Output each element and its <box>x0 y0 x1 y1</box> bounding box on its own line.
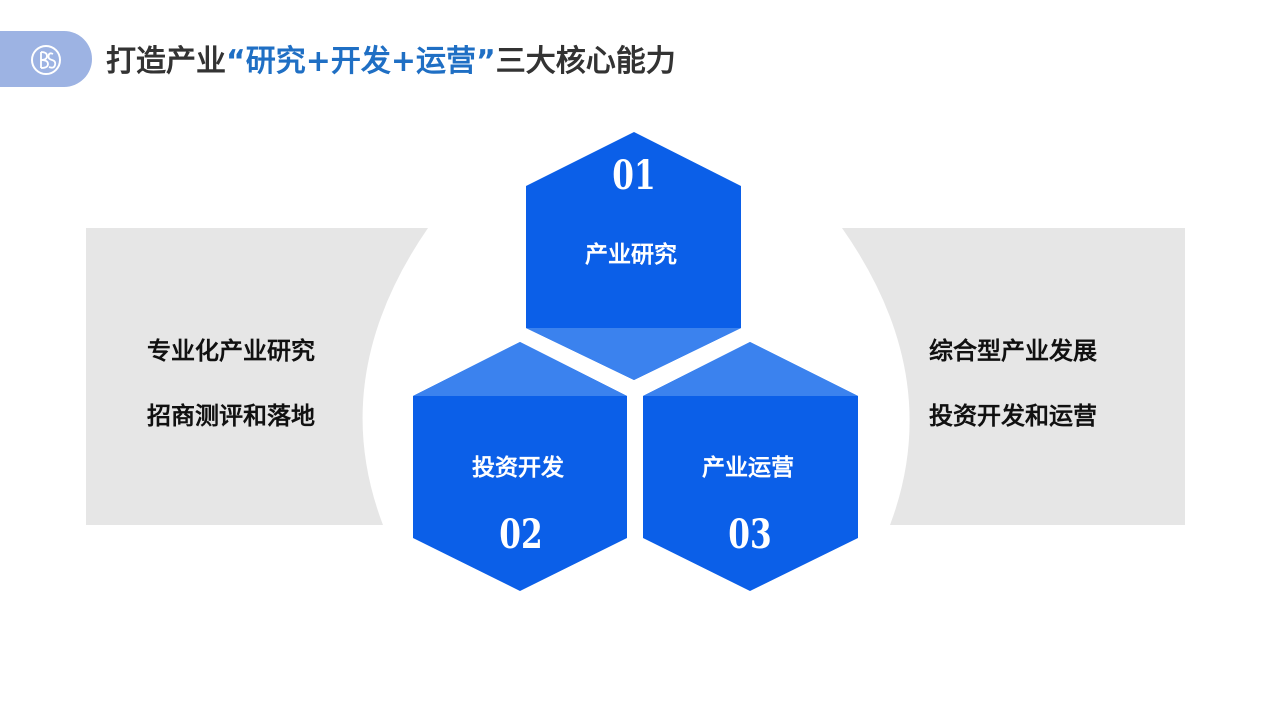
hexagon-01-number: 01 <box>612 152 656 199</box>
hexagon-03 <box>643 342 858 591</box>
hexagon-01 <box>526 132 741 380</box>
title-prefix: 打造产业 <box>106 44 226 79</box>
hexagon-01-label: 产业研究 <box>585 242 677 268</box>
hexagon-02-number: 02 <box>499 511 543 558</box>
hexagon-02-label: 投资开发 <box>472 455 564 481</box>
title-highlight: “研究+开发+运营” <box>226 44 496 79</box>
left-panel-line-2: 招商测评和落地 <box>147 402 315 430</box>
title-suffix: 三大核心能力 <box>495 44 676 79</box>
page-title: 打造产业“研究+开发+运营”三大核心能力 <box>106 40 676 84</box>
left-panel-bg <box>86 228 428 525</box>
bs-logo-icon <box>31 45 61 75</box>
hexagon-01-facet <box>526 328 741 380</box>
right-panel-line-2: 投资开发和运营 <box>929 402 1097 430</box>
right-panel-bg <box>842 228 1185 525</box>
hexagon-02 <box>413 342 627 591</box>
left-panel-line-1: 专业化产业研究 <box>147 337 315 365</box>
hexagon-02-facet <box>413 342 627 396</box>
hexagon-03-facet <box>643 342 858 396</box>
right-panel-line-1: 综合型产业发展 <box>929 337 1097 365</box>
hexagon-03-label: 产业运营 <box>702 455 794 481</box>
hexagon-03-number: 03 <box>728 511 772 558</box>
